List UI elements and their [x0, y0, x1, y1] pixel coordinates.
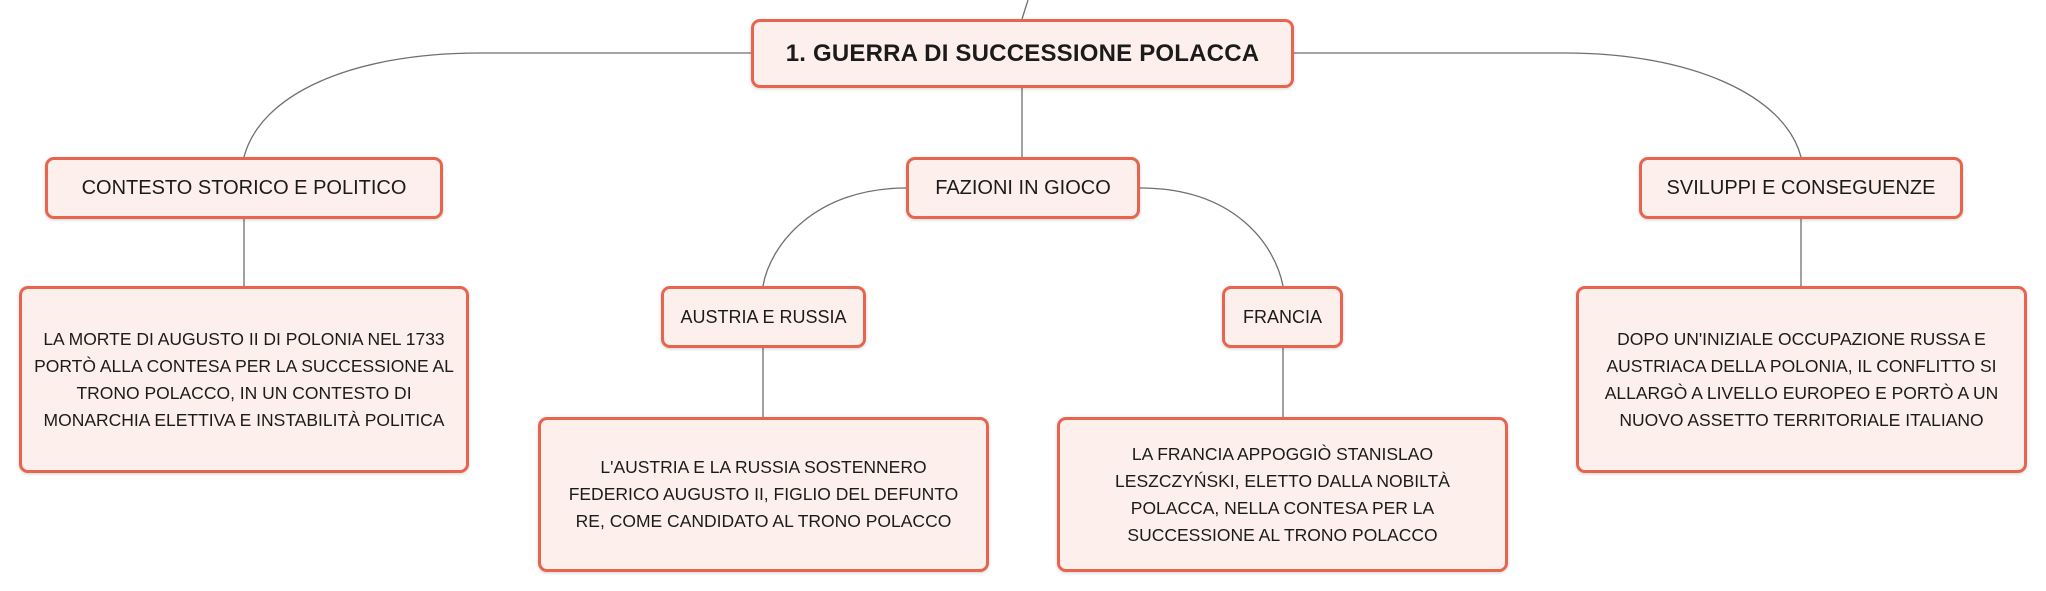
branch-label-sviluppi: SVILUPPI E CONSEGUENZE: [1666, 176, 1936, 199]
branch-label-contesto: CONTESTO STORICO E POLITICO: [81, 176, 407, 199]
connector-parent-to-root: [1021, 0, 1029, 20]
branch-node-contesto[interactable]: CONTESTO STORICO E POLITICO: [45, 157, 443, 219]
description-node-sviluppi[interactable]: DOPO UN'INIZIALE OCCUPAZIONE RUSSA E AUS…: [1576, 286, 2027, 473]
root-topic-label: 1. GUERRA DI SUCCESSIONE POLACCA: [785, 39, 1260, 67]
subtopic-node-francia[interactable]: FRANCIA: [1222, 286, 1343, 348]
description-text-sviluppi: DOPO UN'INIZIALE OCCUPAZIONE RUSSA E AUS…: [1604, 328, 1999, 430]
description-node-contesto[interactable]: LA MORTE DI AUGUSTO II DI POLONIA NEL 17…: [19, 286, 469, 473]
branch-node-sviluppi[interactable]: SVILUPPI E CONSEGUENZE: [1639, 157, 1963, 219]
branch-label-fazioni: FAZIONI IN GIOCO: [935, 176, 1111, 199]
connector-root-to-sviluppi: [1294, 52, 1802, 158]
subtopic-label-austria-russia: AUSTRIA E RUSSIA: [680, 306, 847, 327]
root-topic-node[interactable]: 1. GUERRA DI SUCCESSIONE POLACCA: [751, 19, 1294, 88]
description-node-austria-russia[interactable]: L'AUSTRIA E LA RUSSIA SOSTENNERO FEDERIC…: [538, 417, 989, 572]
connector-fazioni-to-austria: [762, 187, 907, 287]
description-text-francia: LA FRANCIA APPOGGIÒ STANISLAO LESZCZYŃSK…: [1115, 443, 1450, 545]
description-text-contesto: LA MORTE DI AUGUSTO II DI POLONIA NEL 17…: [34, 328, 454, 430]
subtopic-label-francia: FRANCIA: [1242, 306, 1322, 327]
description-node-francia[interactable]: LA FRANCIA APPOGGIÒ STANISLAO LESZCZYŃSK…: [1057, 417, 1508, 572]
connector-root-to-contesto: [243, 52, 751, 158]
connector-fazioni-to-francia: [1139, 187, 1284, 287]
subtopic-node-austria-russia[interactable]: AUSTRIA E RUSSIA: [661, 286, 866, 348]
branch-node-fazioni[interactable]: FAZIONI IN GIOCO: [906, 157, 1140, 219]
description-text-austria-russia: L'AUSTRIA E LA RUSSIA SOSTENNERO FEDERIC…: [568, 457, 959, 531]
